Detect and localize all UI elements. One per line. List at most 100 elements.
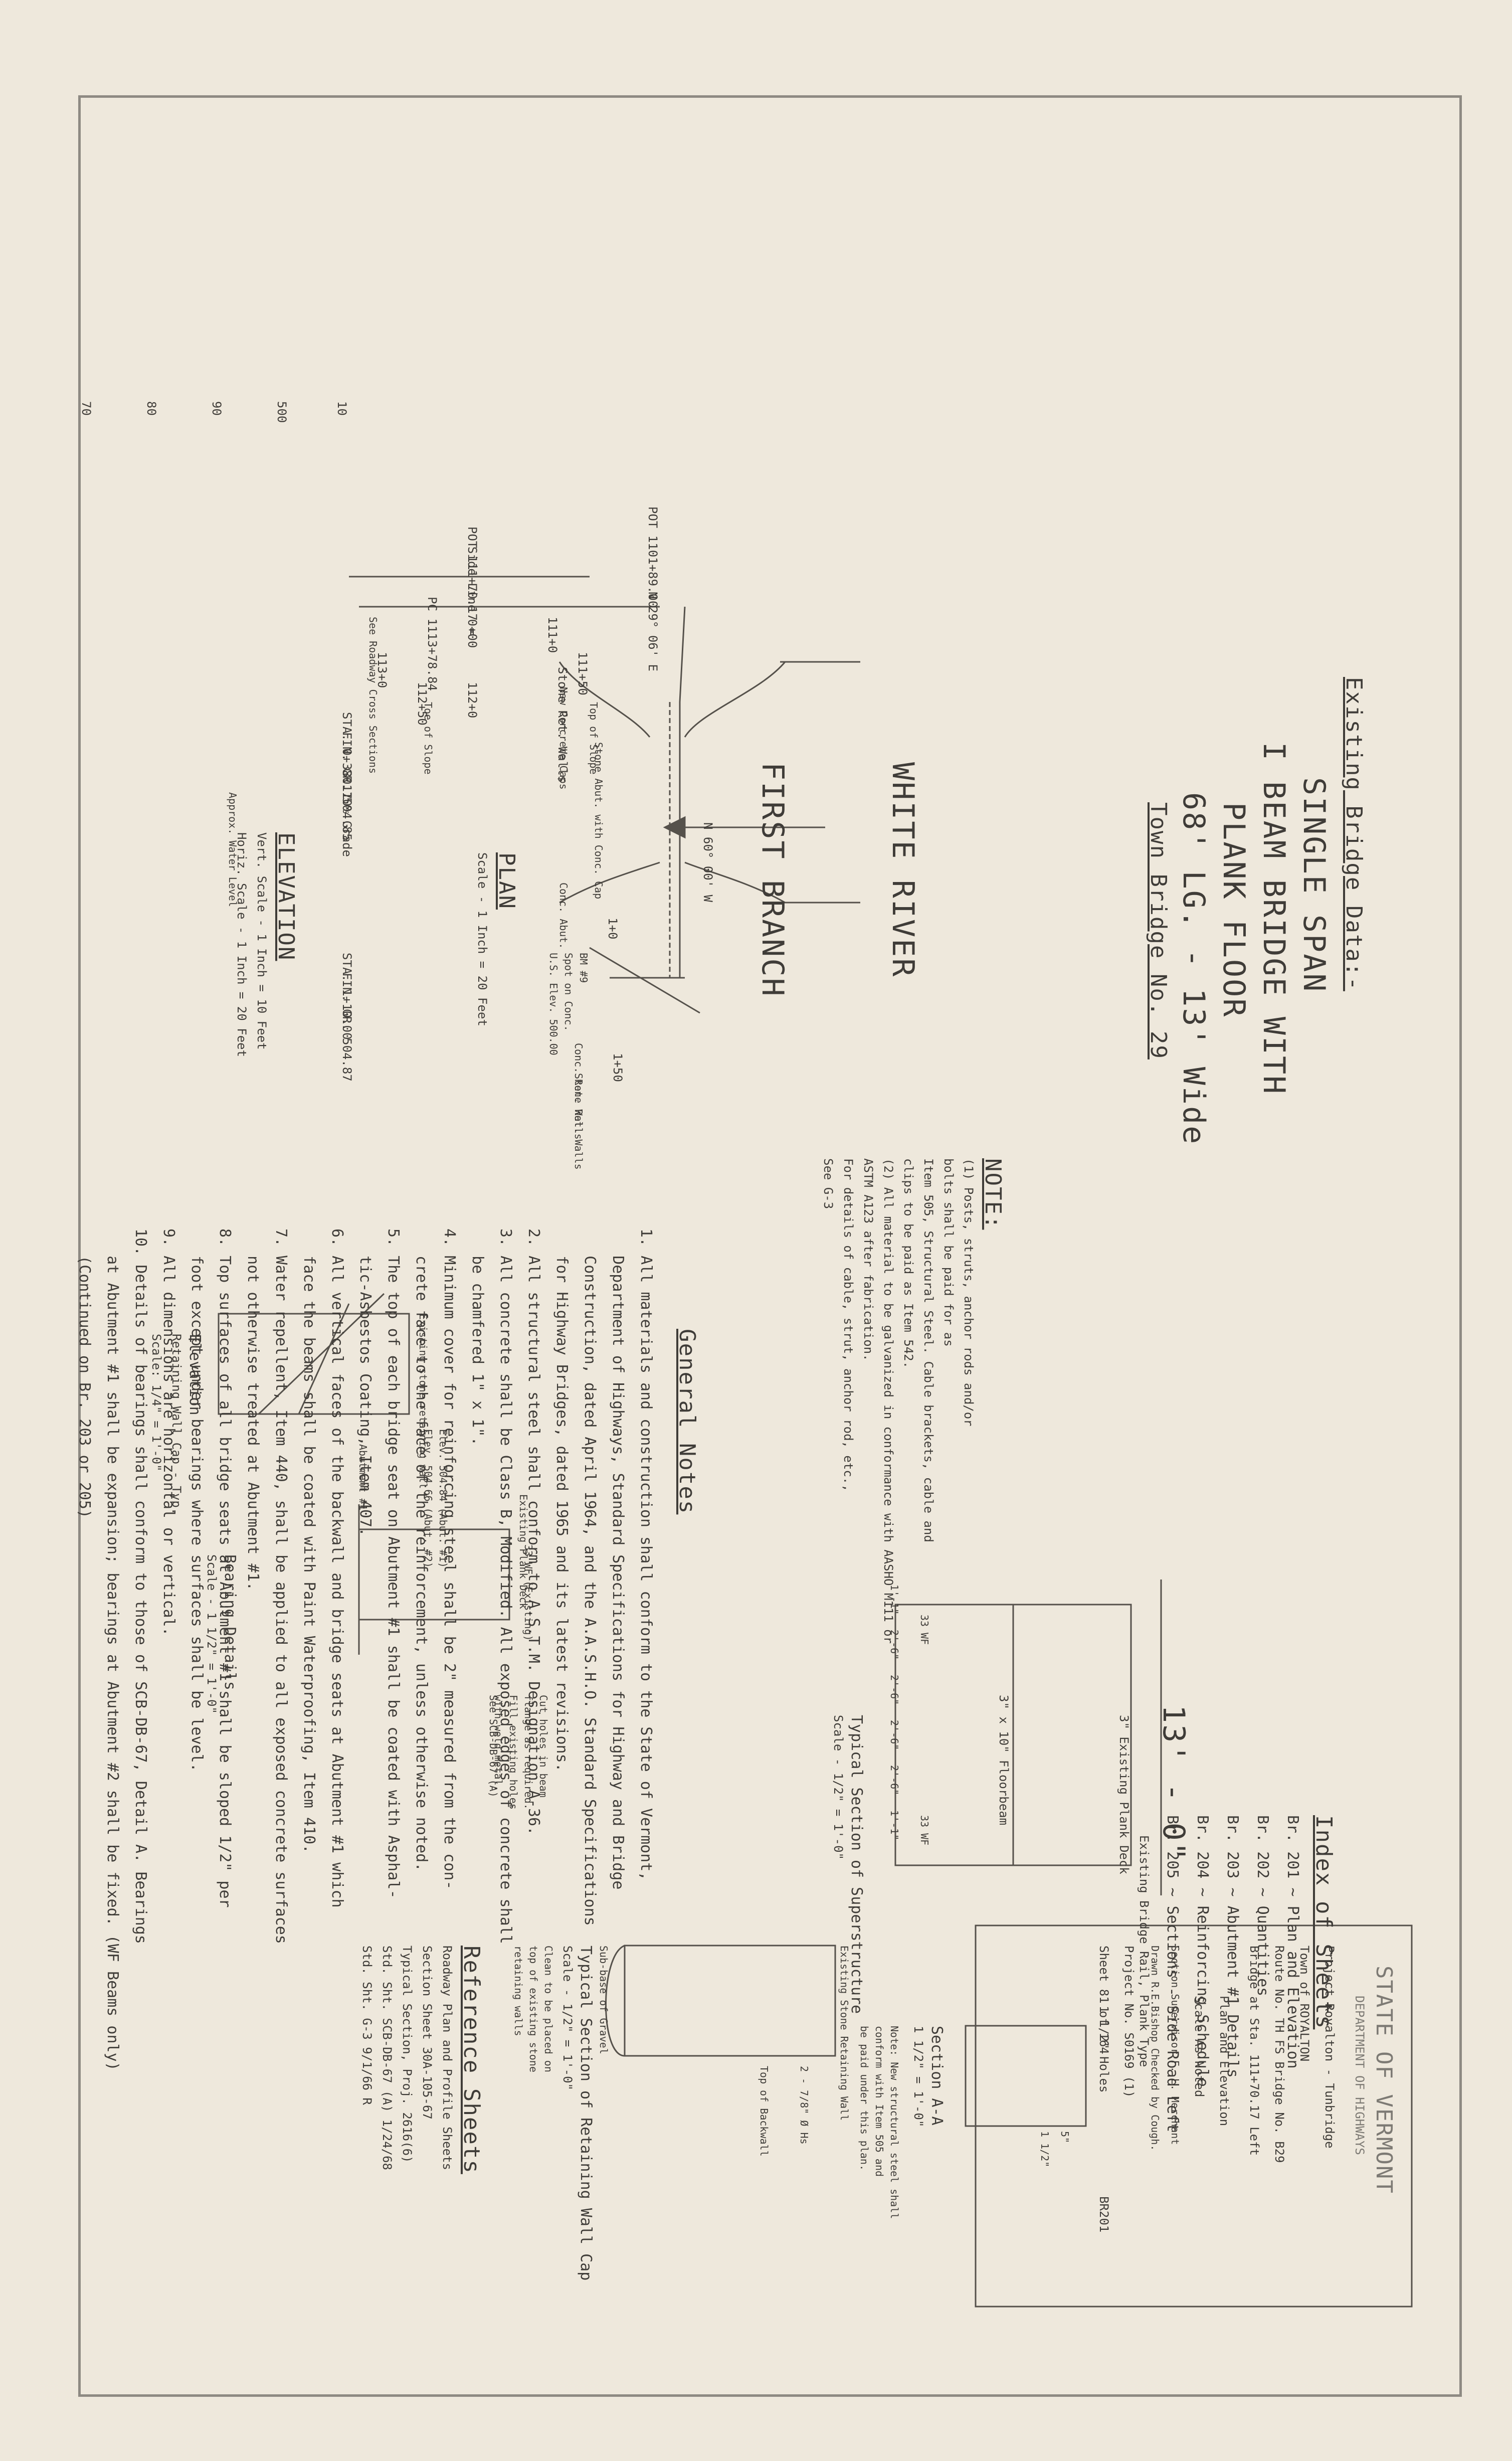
typ-section-dim: 2'-6" <box>888 1765 900 1796</box>
plan-stone-abut: Stone Abut. with Conc. Cap <box>593 742 605 900</box>
bridge-line-3: PLANK FLOOR <box>1216 802 1251 1018</box>
detail-note-line: Item 505, Structural Steel. Cable bracke… <box>921 1158 935 1542</box>
general-note-line: be chamfered 1" x 1". <box>469 1228 486 1446</box>
general-note-line: 7. Water repellent, Item 440, shall be a… <box>272 1228 290 1944</box>
general-note-line: face the beams shall be coated with Pain… <box>300 1228 318 1854</box>
general-note-line: 5. The top of each bridge seat on Abutme… <box>385 1228 402 1899</box>
elevation-label: ELEVATION <box>273 832 299 961</box>
general-note-line: not otherwise treated at Abutment #1. <box>244 1228 262 1591</box>
river-white-river: WHITE RIVER <box>885 762 920 978</box>
elevation-roadway-label: See Roadway Cross Sections <box>367 617 379 774</box>
plan-station: 1+0 <box>606 918 620 940</box>
bridge-line-4: 68' LG. - 13' Wide <box>1176 792 1211 1146</box>
general-note-line: crete face to the face of the reinforcem… <box>413 1228 430 1872</box>
detail-note-line: clips to be paid as Item 542. <box>901 1158 915 1369</box>
general-note-line: 3. All concrete shall be Class B, Modifi… <box>497 1228 514 1944</box>
elevation-scale-v: Vert. Scale - 1 Inch = 10 Feet <box>255 832 269 1050</box>
tb-section: Section Supervisor F. L. Merchant <box>1169 1946 1181 2145</box>
elevation-scale-num: 90 <box>210 401 224 416</box>
wall-section-outline <box>624 1945 836 2057</box>
plan-toe-of-slope: Toe of Slope <box>422 702 434 775</box>
typ-section-beam: 33 WF <box>918 1615 930 1645</box>
detail-note-head: NOTE: <box>980 1158 1006 1230</box>
tb-project-no: Project No. S0169 (1) <box>1122 1946 1136 2098</box>
typ-section-dim: 1'-1" <box>888 1810 900 1841</box>
elevation-scale-num: 80 <box>144 401 158 416</box>
cable-line <box>258 1293 385 1415</box>
elevation-scale-num: 10 <box>335 401 349 416</box>
reference-head: Reference Sheets <box>459 1946 484 2174</box>
typ-wall-gravel: Sub-base of Gravel <box>598 1946 610 2054</box>
typ-wall-clean: top of existing stone <box>527 1946 539 2072</box>
reference-line: Roadway Plan and Profile Sheets <box>440 1946 454 2170</box>
general-note-line: Department of Highways, Standard Specifi… <box>609 1228 627 1890</box>
general-note-line: tic-Asbestos Coating, Item 407. <box>356 1228 374 1537</box>
general-note-line: 9. All dimensions are horizontal or vert… <box>160 1228 177 1636</box>
plan-bm: U.S. Elev. 500.00 <box>547 953 559 1056</box>
river-bank <box>558 661 651 738</box>
general-note-line: at Abutment #1 shall be expansion; beari… <box>104 1228 121 2071</box>
plan-station: 111+50 <box>576 652 590 695</box>
section-aa-note: Note: New structural steel shall <box>888 2026 900 2219</box>
detail-note-line: bolts shall be paid for as <box>941 1158 956 1347</box>
section-aa-label: Section A-A <box>928 2026 946 2126</box>
plan-station: 112+0 <box>465 682 479 719</box>
north-arrow-shaft <box>589 947 700 1014</box>
detail-note-line: ASTM A123 after fabrication. <box>861 1158 875 1361</box>
elevation-gr-right: FIN. GR. 504.87 <box>340 973 354 1082</box>
general-note-line: Construction, dated April 1964, and the … <box>581 1228 599 1926</box>
typ-wall-clean: Clean to be placed on <box>542 1946 554 2072</box>
elevation-gradient: 0.10% Grade <box>340 777 354 857</box>
tb-drawn: Drawn R.E.Bishop Checked by Cough. <box>1149 1946 1161 2151</box>
tb-scale: Scale As Noted <box>1192 1996 1206 2097</box>
tb-project: Project Royalton - Tunbridge <box>1322 1946 1337 2149</box>
section-aa-dim: 1 1/2" <box>1039 2131 1051 2168</box>
plan-station: 111+0 <box>545 617 559 653</box>
detail-note-line: (1) Posts, struts, anchor rods and/or <box>962 1158 976 1427</box>
detail-note-line: For details of cable, strut, anchor rod,… <box>841 1158 855 1492</box>
general-note-line: 1. All materials and construction shall … <box>637 1228 655 1881</box>
section-aa-dim: 5" <box>1059 2131 1071 2144</box>
plan-label: PLAN <box>494 852 519 910</box>
plan-side-line: Side Line 0+00 <box>465 547 479 648</box>
river-first-branch: FIRST BRANCH <box>755 762 790 998</box>
plan-new-conc-caps: New Concrete Caps <box>557 687 570 790</box>
plan-pot-top: POT 1101+89.00 <box>646 506 660 608</box>
detail-note-line: See G-3 <box>821 1158 835 1209</box>
tb-town: Town of ROYALTON <box>1297 1946 1311 2062</box>
general-note-line: (Continued on Br. 203 or 205) <box>76 1228 93 1518</box>
existing-bridge-heading: Existing Bridge Data:- <box>1341 677 1367 991</box>
typ-section-dim: 2'-6" <box>888 1720 900 1750</box>
river-bank <box>684 661 786 738</box>
plan-bearing-river: N 60° 00' W <box>701 822 715 902</box>
river-bank <box>684 861 786 904</box>
bridge-line-1: SINGLE SPAN <box>1296 777 1332 993</box>
typ-wall-clean: retaining walls <box>512 1946 524 2036</box>
river-bank <box>559 861 660 904</box>
general-note-line: for Highway Bridges, dated 1965 and its … <box>553 1228 571 1772</box>
typ-wall-scale: Scale - 1/2" = 1'-0" <box>560 1946 575 2090</box>
typ-wall-existing: Existing Stone Retaining Wall <box>838 1946 850 2121</box>
reference-line: Typical Section, Proj. 2616(6) <box>400 1946 414 2163</box>
elevation-profile <box>679 606 686 978</box>
general-note-line: 10. Details of bearings shall conform to… <box>132 1228 149 1944</box>
tb-code: BR201 <box>1097 2196 1111 2233</box>
elevation-water: Approx. Water Level <box>227 792 239 907</box>
bridge-line-5: Town Bridge No. 29 <box>1146 802 1171 1060</box>
section-aa-note: conform with Item 505 and <box>873 2026 885 2177</box>
bridge-line-2: I BEAM BRIDGE WITH <box>1256 742 1291 1096</box>
typ-section-dim: 1'-1" <box>888 1585 900 1615</box>
general-note-line: 2. All structural steel shall conform to… <box>525 1228 542 1836</box>
general-note-line: foot except under bearings where surface… <box>188 1228 206 1772</box>
tb-bridge-at: Bridge at Sta. 111+70.17 Left <box>1247 1946 1261 2156</box>
typ-section-width: 13' - 0" <box>1156 1705 1191 1862</box>
elevation-scale-num: 500 <box>275 401 289 423</box>
section-aa-outline <box>965 2025 1087 2127</box>
plan-scale: Scale - 1 Inch = 20 Feet <box>475 852 489 1026</box>
general-note-line: 8. Top surfaces of all bridge seats at A… <box>216 1228 234 1908</box>
general-note-line: 4. Minimum cover for reinforcing steel s… <box>441 1228 458 1890</box>
tb-sheet: Sheet 81 of 164 <box>1097 1946 1111 2054</box>
